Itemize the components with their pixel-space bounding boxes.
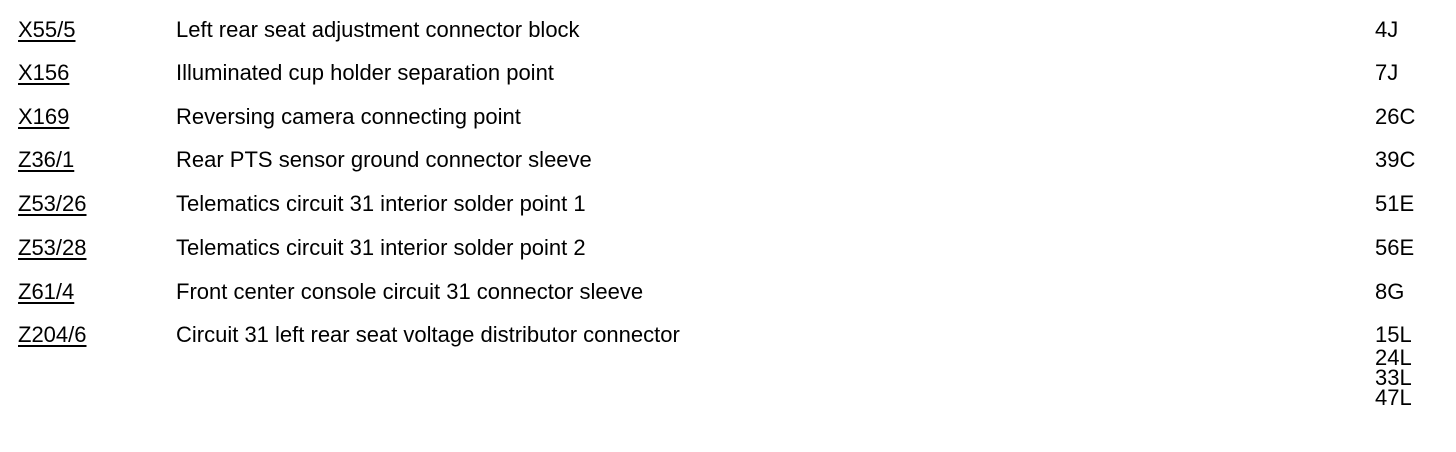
grid-reference-list: 51E bbox=[1375, 191, 1414, 217]
component-description: Front center console circuit 31 connecto… bbox=[176, 279, 644, 304]
component-description: Telematics circuit 31 interior solder po… bbox=[176, 191, 586, 216]
grid-reference: 39C bbox=[1375, 147, 1416, 172]
component-description: Reversing camera connecting point bbox=[176, 104, 521, 129]
grid-reference-list: 56E bbox=[1375, 235, 1414, 261]
grid-reference: 56E bbox=[1375, 235, 1415, 260]
grid-reference-list: 7J bbox=[1375, 60, 1398, 86]
grid-reference: 7J bbox=[1375, 60, 1399, 85]
grid-reference: 33L bbox=[1375, 365, 1412, 390]
grid-reference: 8G bbox=[1375, 279, 1405, 304]
component-code-link[interactable]: X156 bbox=[18, 60, 70, 85]
component-code-link[interactable]: X55/5 bbox=[18, 17, 76, 42]
grid-reference: 47L bbox=[1375, 385, 1412, 410]
grid-reference-list: 4J bbox=[1375, 17, 1398, 43]
component-description: Rear PTS sensor ground connector sleeve bbox=[176, 147, 592, 172]
component-description: Illuminated cup holder separation point bbox=[176, 60, 554, 85]
grid-reference-list: 8G bbox=[1375, 279, 1404, 305]
component-description: Telematics circuit 31 interior solder po… bbox=[176, 235, 586, 260]
component-code-link[interactable]: Z53/26 bbox=[18, 191, 87, 216]
grid-reference: 51E bbox=[1375, 191, 1415, 216]
grid-reference-list: 15L 24L 33L 47L bbox=[1375, 322, 1412, 410]
component-description: Left rear seat adjustment connector bloc… bbox=[176, 17, 580, 42]
component-code-link[interactable]: X169 bbox=[18, 104, 70, 129]
grid-reference: 24L bbox=[1375, 345, 1412, 370]
grid-reference: 26C bbox=[1375, 104, 1416, 129]
grid-reference: 4J bbox=[1375, 17, 1399, 42]
grid-reference: 15L bbox=[1375, 322, 1412, 347]
grid-reference-list: 26C bbox=[1375, 104, 1415, 130]
component-code-link[interactable]: Z204/6 bbox=[18, 322, 87, 347]
component-code-link[interactable]: Z53/28 bbox=[18, 235, 87, 260]
component-code-link[interactable]: Z61/4 bbox=[18, 279, 75, 304]
component-description: Circuit 31 left rear seat voltage distri… bbox=[176, 322, 680, 347]
component-code-link[interactable]: Z36/1 bbox=[18, 147, 75, 172]
grid-reference-list: 39C bbox=[1375, 147, 1415, 173]
